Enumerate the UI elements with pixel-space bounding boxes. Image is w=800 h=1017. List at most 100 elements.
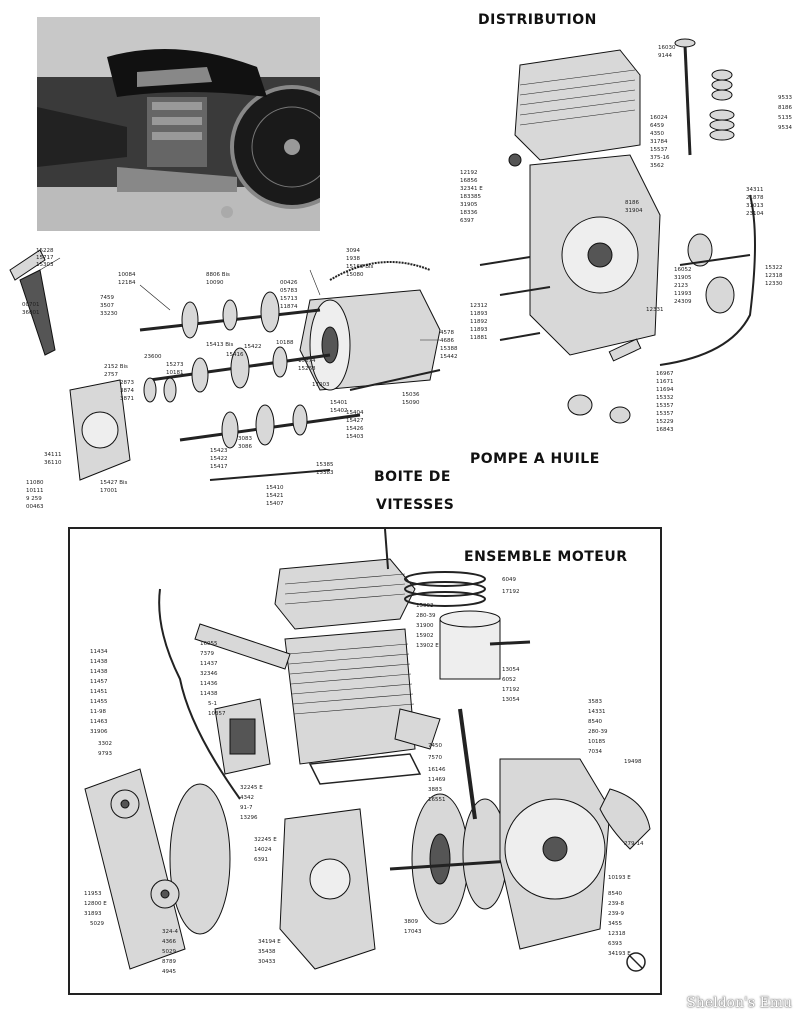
engine-assembly-heading: ENSEMBLE MOTEUR [464,549,628,565]
part-number: 11438 [90,659,108,665]
part-number: 11-98 [90,709,106,715]
part-number: 15713 [280,296,298,302]
part-number: 15903 [416,603,434,609]
part-number: 5029 [162,949,176,955]
part-number: 36001 [22,310,40,316]
part-number: 16843 [656,427,674,433]
part-number: 15268 [298,366,316,372]
part-number: 15401 [330,400,348,406]
cooling-fins [519,69,636,126]
part-number: 9534 [778,125,792,131]
part-number: 15357 [656,411,674,417]
part-number: 31013 [746,203,764,209]
part-number: 32245 E [254,837,277,843]
part-number: 15417 [210,464,228,470]
part-number: 11437 [200,661,218,667]
part-number: 32341 E [460,186,483,192]
part-number: 33230 [100,311,118,317]
part-number: 24309 [674,299,692,305]
part-number: 15427 Bis [100,480,128,486]
part-number: 30433 [258,959,276,965]
part-number: 3809 [404,919,418,925]
part-number: 31904 [625,208,643,214]
part-number: 91-7 [240,805,253,811]
part-number: 17003 [312,382,330,388]
part-number: 32245 E [240,785,263,791]
part-number: 10185 [588,739,606,745]
part-number: 3583 [588,699,602,705]
part-number: 4686 [440,338,454,344]
part-number: 16030 [658,45,676,51]
part-number: 10090 [206,280,224,286]
part-number: 17192 [502,589,520,595]
part-number: 00701 [22,302,40,308]
part-number: 15421 [266,493,284,499]
part-number: 17043 [404,929,422,935]
part-number: 2873 [120,380,134,386]
part-number: 13054 [502,667,520,673]
part-number: 11457 [90,679,108,685]
part-number: 3562 [650,163,664,169]
part-number: 15413 Bis [206,342,234,348]
part-number: 1938 [346,256,360,262]
part-number: 3302 [98,741,112,747]
part-number: 15080 [346,272,364,278]
part-number: 3874 [120,388,134,394]
part-number: 11671 [656,379,674,385]
part-number: 9144 [658,53,672,59]
part-number: 16146 [428,767,446,773]
part-number: 15388 [440,346,458,352]
distribution-diagram: 16030 9144 16024 6459 4350 31784 15537 3… [460,35,800,445]
part-number: 15303 [36,262,54,268]
engine-assembly-drawing [84,529,651,972]
part-number: 14024 [254,847,272,853]
part-number: 11438 [90,669,108,675]
motorcycle-photo [37,17,320,231]
part-number: 23104 [746,211,764,217]
part-number: 23600 [144,354,162,360]
part-number: 15404 [346,410,364,416]
part-number: 15902 [416,633,434,639]
part-number: 324-4 [162,929,178,935]
part-number: 7570 [428,755,442,761]
distribution-drawing [479,38,756,424]
part-number: 05783 [280,288,298,294]
part-number: 11874 [280,304,298,310]
part-number: 11893 [470,311,488,317]
part-number: 12318 [765,273,783,279]
part-number: 4945 [162,969,176,975]
part-number: 00426 [280,280,298,286]
part-number: 15403 [346,434,364,440]
part-number: 7379 [200,651,214,657]
part-number: 15322 [765,265,783,271]
part-number: 3507 [100,303,114,309]
part-number: 4366 [162,939,176,945]
part-number: 11455 [90,699,108,705]
part-number: 10357 [208,711,226,717]
part-number: 10188 [276,340,294,346]
part-number: 15332 [656,395,674,401]
part-number: 13902 E [416,643,439,649]
part-number: 6391 [254,857,268,863]
part-number: 31784 [650,139,668,145]
part-number: 4350 [650,131,664,137]
part-number: 17192 [502,687,520,693]
part-number: 11463 [90,719,108,725]
part-number: 3883 [428,787,442,793]
part-number: 8789 [162,959,176,965]
part-number: 16551 [428,797,446,803]
part-number: 8806 Bis [206,272,230,278]
part-number: 15426 [346,426,364,432]
part-number: 239-8 [608,901,624,907]
part-number: 11993 [674,291,692,297]
part-number: 34193 E [608,951,631,957]
part-number: 5135 [778,115,792,121]
part-number: 11434 [90,649,108,655]
part-number: 34311 [746,187,764,193]
part-number: 280-39 [588,729,608,735]
oil-pump-heading: POMPE A HUILE [470,451,600,467]
part-number: 35438 [258,949,276,955]
part-number: 15168 Bis [346,264,374,270]
part-number: 9793 [98,751,112,757]
part-number: 14331 [588,709,606,715]
